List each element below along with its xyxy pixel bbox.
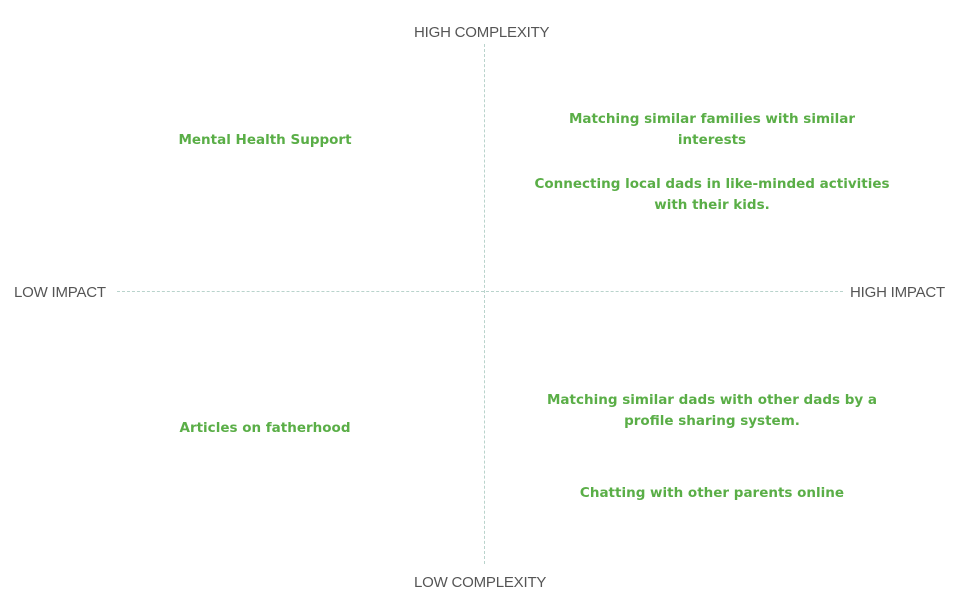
matrix-item: Mental Health Support bbox=[178, 132, 352, 148]
matrix-item: Matching similar families with similar i… bbox=[568, 111, 856, 148]
axis-label-high-impact: HIGH IMPACT bbox=[850, 284, 946, 301]
matrix-item: Chatting with other parents online bbox=[579, 485, 845, 501]
matrix-item: Connecting local dads in like-minded act… bbox=[534, 176, 890, 213]
matrix-item: Matching similar dads with other dads by… bbox=[547, 392, 877, 429]
complexity-axis-line bbox=[484, 44, 485, 564]
impact-axis-line bbox=[117, 291, 843, 292]
axis-label-high-complexity: HIGH COMPLEXITY bbox=[414, 24, 550, 41]
axis-label-low-impact: LOW IMPACT bbox=[14, 284, 106, 301]
matrix-item: Articles on fatherhood bbox=[179, 420, 351, 436]
axis-label-low-complexity: LOW COMPLEXITY bbox=[414, 574, 547, 591]
